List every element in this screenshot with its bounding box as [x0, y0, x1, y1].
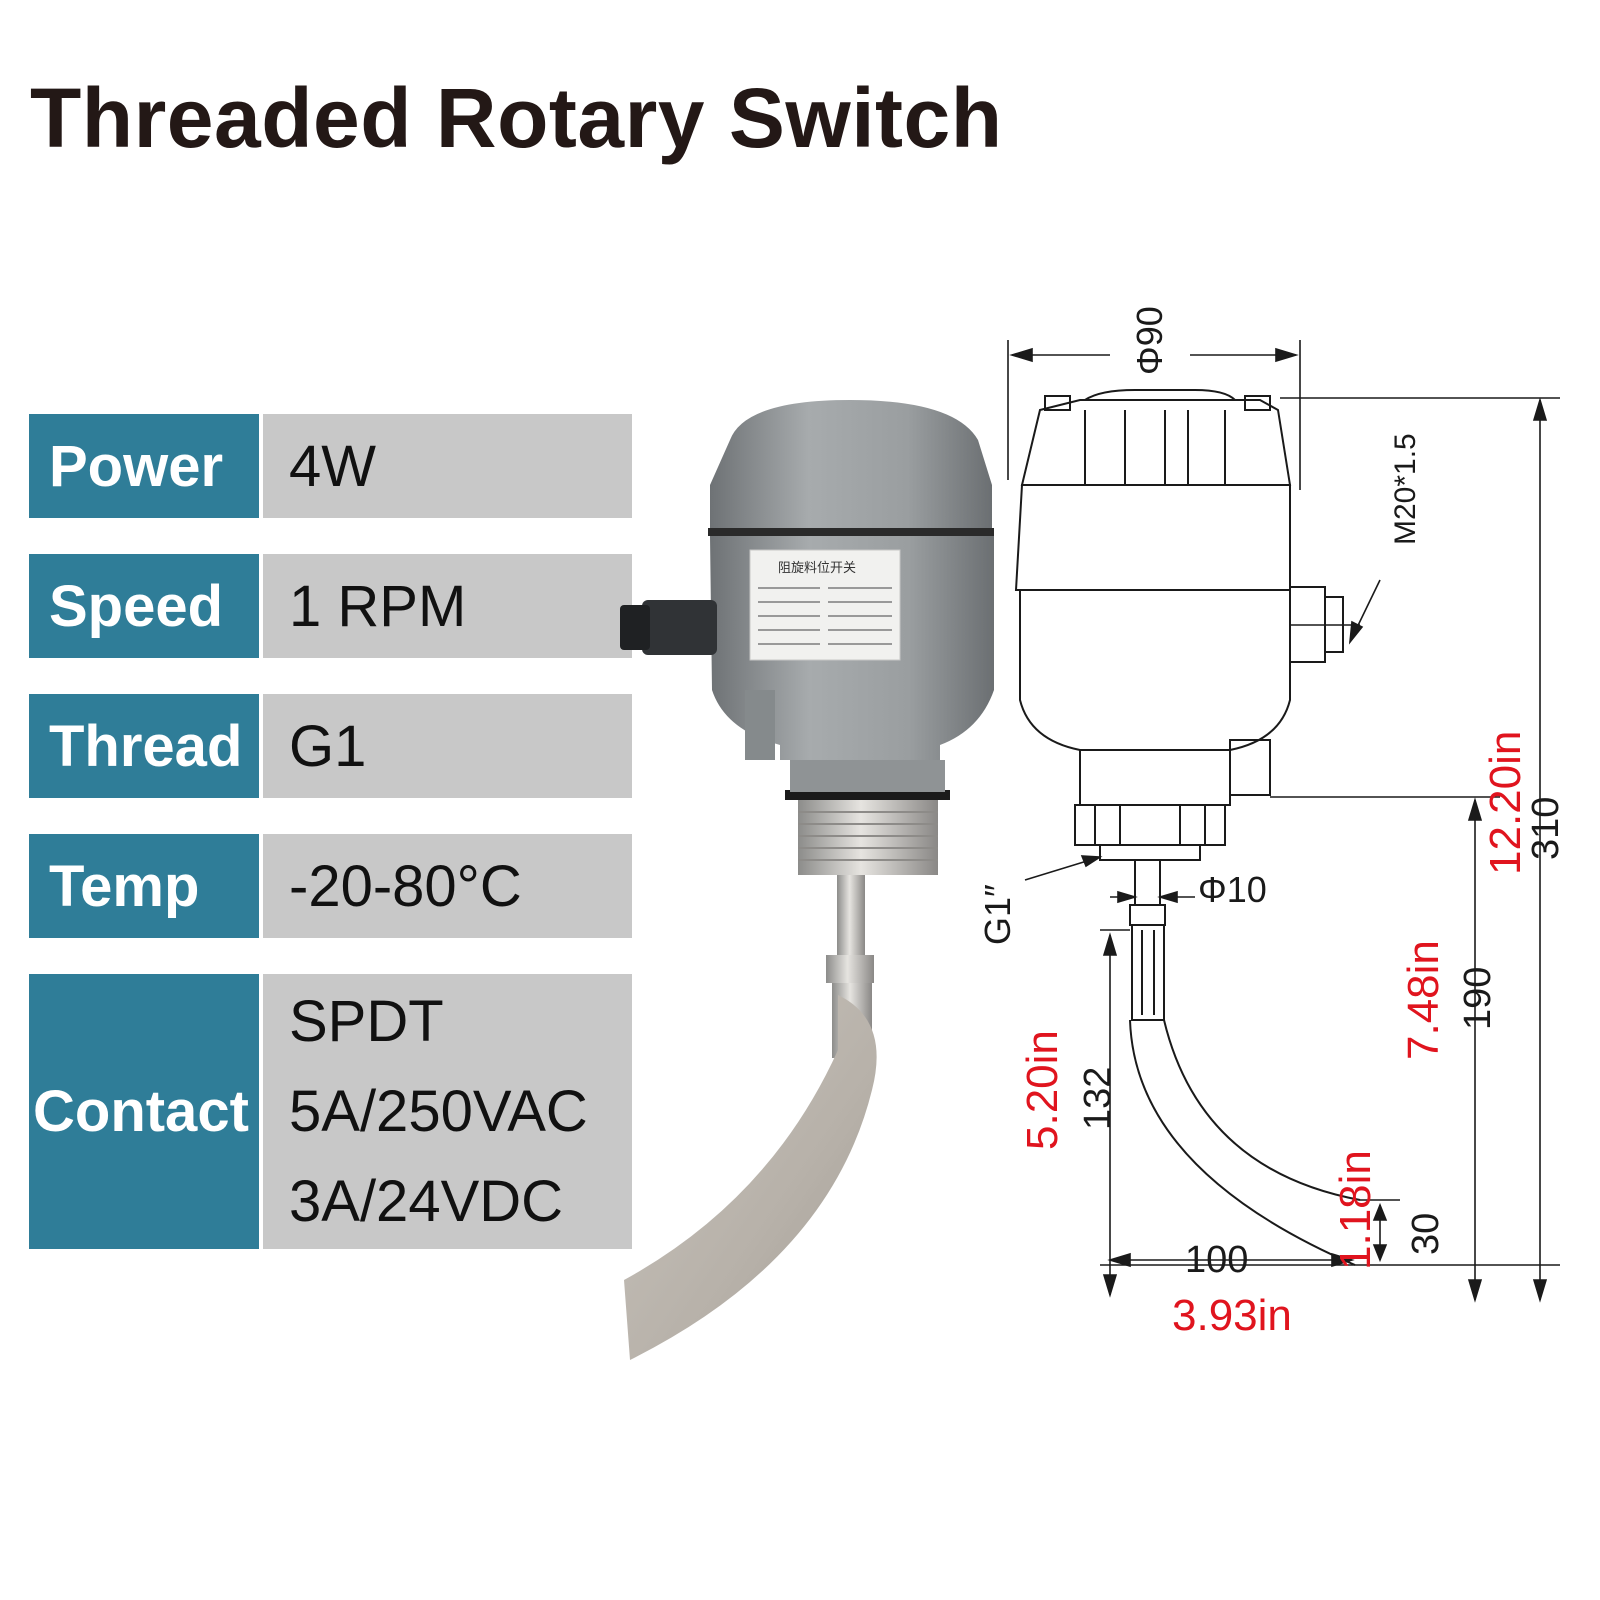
- spec-row-speed: Speed 1 RPM: [29, 554, 632, 658]
- spec-table: Power 4W Speed 1 RPM Thread G1 Temp -20-…: [29, 414, 632, 1285]
- dim-phi90: Φ90: [1129, 306, 1170, 375]
- dim-g1: G1″: [977, 884, 1018, 945]
- page-title: Threaded Rotary Switch: [30, 71, 1003, 165]
- dim-12-20in: 12.20in: [1481, 731, 1530, 875]
- product-label-heading: 阻旋料位开关: [778, 560, 856, 575]
- dim-190: 190: [1457, 967, 1499, 1030]
- dim-m20: M20*1.5: [1389, 433, 1422, 545]
- spec-value: G1: [263, 694, 632, 798]
- spec-value: SPDT 5A/250VAC 3A/24VDC: [263, 974, 632, 1249]
- spec-value-text: -20-80°C: [289, 853, 522, 919]
- dim-phi10: Φ10: [1198, 869, 1267, 910]
- spec-label: Temp: [29, 834, 259, 938]
- dim-1-18in: 1.18in: [1331, 1150, 1380, 1270]
- dimension-drawing: Φ90 M20*1.5 Φ10 G1″ 310 190 132 30 100 1…: [977, 306, 1560, 1340]
- spec-row-power: Power 4W: [29, 414, 632, 518]
- product-photo: 阻旋料位开关: [620, 400, 994, 1360]
- spec-row-contact: Contact SPDT 5A/250VAC 3A/24VDC: [29, 974, 632, 1249]
- dim-3-93in: 3.93in: [1172, 1291, 1292, 1340]
- dim-100: 100: [1185, 1239, 1248, 1281]
- spec-value-text: 5A/250VAC: [289, 1078, 588, 1144]
- spec-label: Speed: [29, 554, 259, 658]
- spec-label: Power: [29, 414, 259, 518]
- spec-value: -20-80°C: [263, 834, 632, 938]
- spec-value-text: G1: [289, 713, 367, 779]
- spec-label: Contact: [29, 974, 259, 1249]
- spec-value: 1 RPM: [263, 554, 632, 658]
- spec-value-text: SPDT: [289, 988, 444, 1054]
- dim-7-48in: 7.48in: [1399, 940, 1448, 1060]
- dim-310: 310: [1525, 797, 1560, 860]
- spec-row-thread: Thread G1: [29, 694, 632, 798]
- spec-value: 4W: [263, 414, 632, 518]
- dim-132: 132: [1077, 1067, 1119, 1130]
- spec-label: Thread: [29, 694, 259, 798]
- spec-value-text: 4W: [289, 433, 376, 499]
- spec-value-text: 1 RPM: [289, 573, 467, 639]
- dim-30: 30: [1405, 1213, 1447, 1255]
- spec-row-temp: Temp -20-80°C: [29, 834, 632, 938]
- spec-value-text: 3A/24VDC: [289, 1168, 564, 1234]
- dim-5-20in: 5.20in: [1018, 1030, 1067, 1150]
